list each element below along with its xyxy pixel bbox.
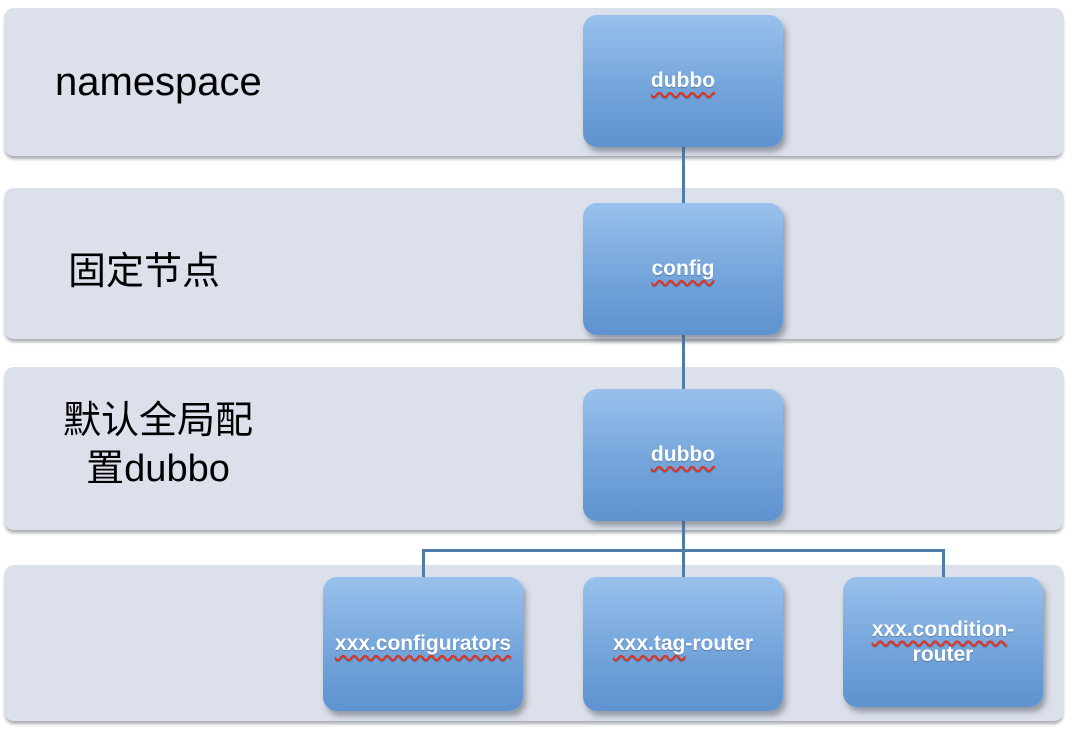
node-config-text: config <box>651 257 715 281</box>
node-tag-router: xxx.tag-router <box>583 577 783 711</box>
node-dubbo-root-text: dubbo <box>650 69 716 93</box>
connector-config-to-dubbo <box>682 335 685 389</box>
connector-branch-to-configurators <box>422 549 425 577</box>
node-config: config <box>583 203 783 335</box>
row-label-default-global-config-cjk: 默认全局配 置 <box>62 400 253 490</box>
node-dubbo-root-label: dubbo <box>651 68 715 93</box>
node-tag-router-text: xxx.tag <box>612 632 686 656</box>
node-dubbo-root: dubbo <box>583 15 783 147</box>
node-tag-router-text-rest: -router <box>685 632 754 656</box>
connector-root-to-config <box>682 147 685 203</box>
band-fixed-node <box>4 188 1064 339</box>
row-label-default-global-config-latin: dubbo <box>124 447 230 490</box>
node-condition-router-text: xxx.condition <box>871 617 1008 641</box>
connector-branch-horizontal <box>422 549 945 552</box>
band-namespace <box>4 8 1064 156</box>
node-tag-router-label: xxx.tag-router <box>613 631 753 656</box>
band-default-global-config <box>4 367 1064 530</box>
node-dubbo: dubbo <box>583 389 783 521</box>
connector-branch-to-condition-router <box>942 549 945 577</box>
row-label-default-global-config: 默认全局配 置dubbo <box>36 398 280 493</box>
node-dubbo-text: dubbo <box>650 443 716 467</box>
node-configurators-label: xxx.configurators <box>335 631 511 656</box>
row-label-namespace: namespace <box>55 60 262 104</box>
row-label-fixed-node: 固定节点 <box>68 251 221 293</box>
node-condition-router: xxx.condition-router <box>843 577 1043 707</box>
node-config-label: config <box>652 256 715 281</box>
node-configurators: xxx.configurators <box>323 577 523 711</box>
node-condition-router-text-rest: -router <box>912 617 1015 666</box>
node-configurators-text: xxx.configurators <box>334 632 512 656</box>
node-dubbo-label: dubbo <box>651 442 715 467</box>
node-condition-router-label: xxx.condition-router <box>853 617 1033 667</box>
